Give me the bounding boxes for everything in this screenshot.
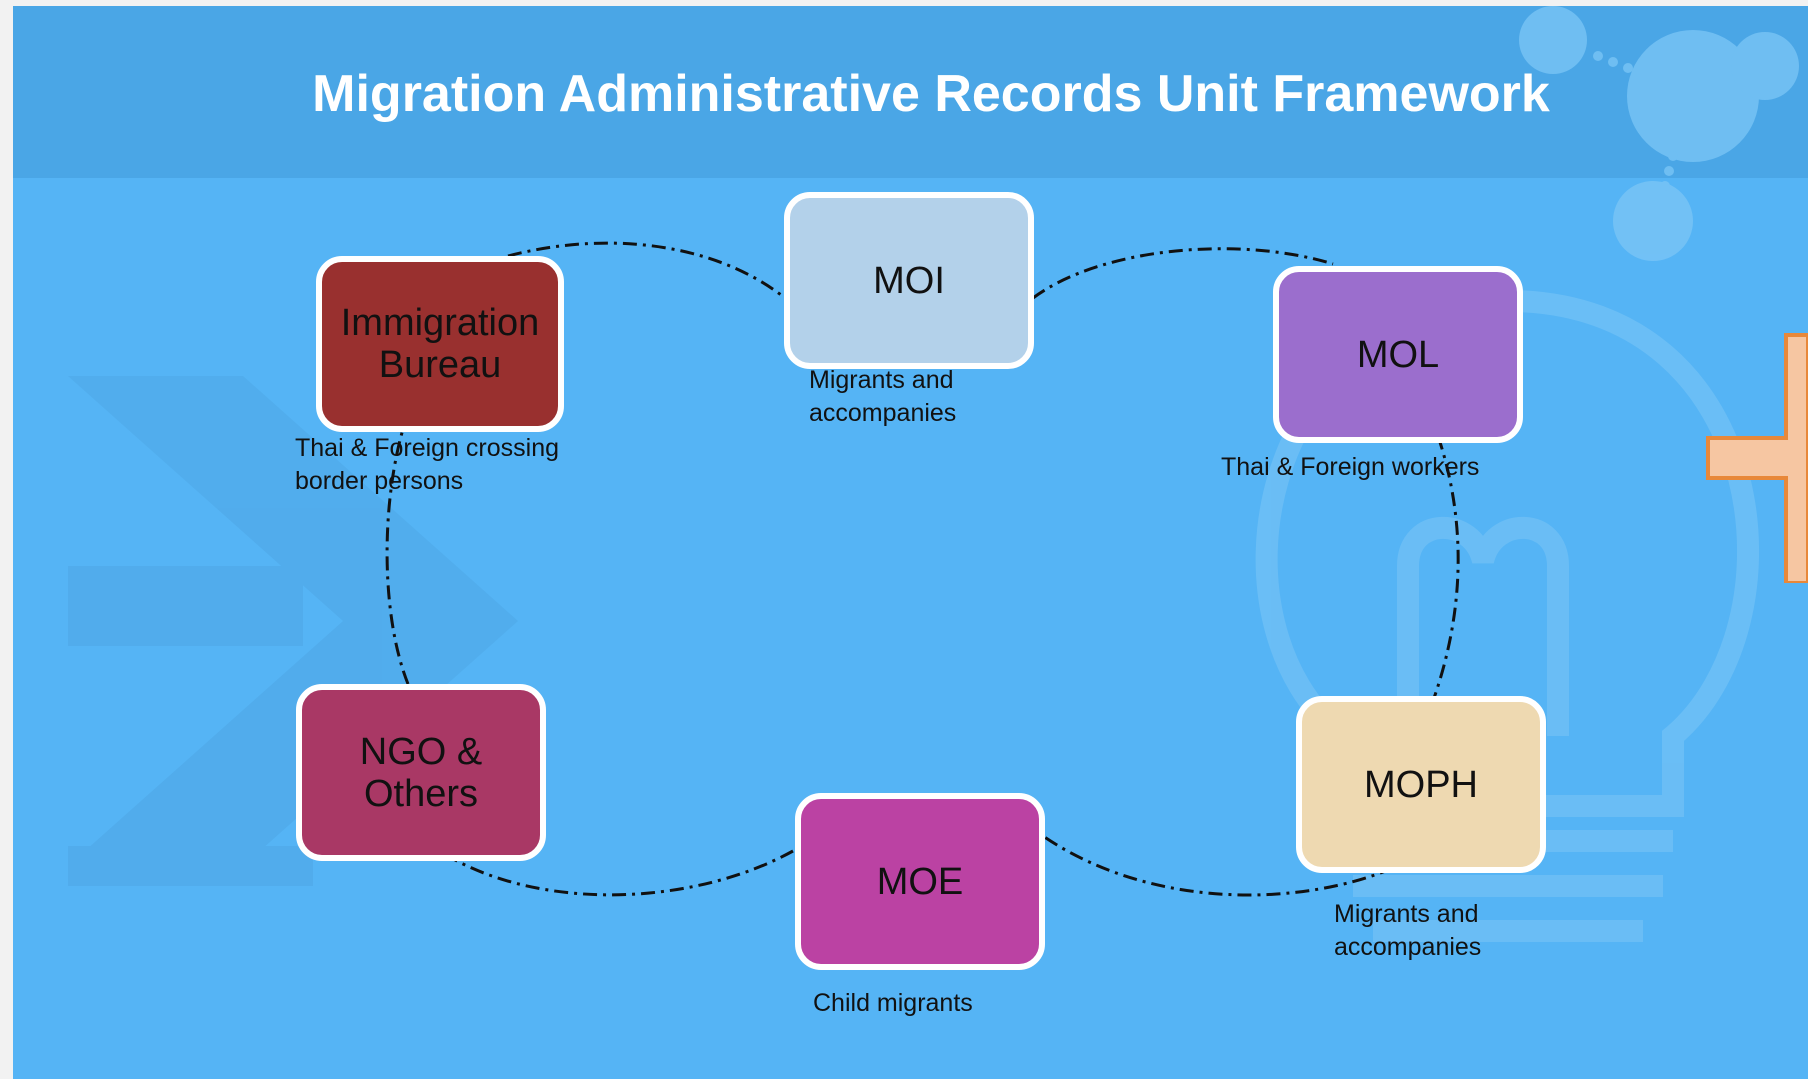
caption-line: Thai & Foreign crossing [295, 434, 560, 462]
caption-moph: Migrants and accompanies [1334, 898, 1481, 964]
caption-line: border persons [295, 467, 464, 495]
caption-line: Migrants and [809, 366, 954, 394]
node-immigration-bureau[interactable]: Immigration Bureau [316, 256, 564, 432]
connector-moph-moe [1042, 834, 1394, 897]
slide-title: Migration Administrative Records Unit Fr… [312, 65, 1550, 123]
connector-moe-ngo [447, 849, 794, 897]
caption-immigration-bureau: Thai & Foreign crossing border persons [295, 432, 559, 498]
caption-line: Migrants and [1334, 900, 1479, 928]
caption-line: Child migrants [813, 989, 973, 1017]
connector-moi-mol [1032, 247, 1334, 300]
caption-line: accompanies [1334, 933, 1482, 961]
node-moph-label: MOPH [1364, 763, 1478, 806]
background-decorations [68, 6, 1799, 942]
node-immigration-bureau-label: Immigration Bureau [340, 302, 540, 386]
node-moe-label: MOE [876, 860, 964, 903]
connector-ring [385, 241, 1460, 897]
title-banner [13, 6, 1808, 178]
node-moi[interactable]: MOI [784, 192, 1034, 369]
caption-line: accompanies [809, 399, 957, 427]
node-moph[interactable]: MOPH [1296, 696, 1546, 873]
orange-arrow-shape [1706, 333, 1808, 583]
node-ngo-others-label: NGO & Others [359, 730, 483, 815]
node-mol[interactable]: MOL [1273, 266, 1523, 443]
connector-mol-moph [1431, 435, 1460, 702]
node-mol-label: MOL [1356, 333, 1440, 376]
node-moi-label: MOI [873, 259, 945, 302]
caption-moi: Migrants and accompanies [809, 364, 956, 430]
caption-moe: Child migrants [813, 987, 973, 1020]
node-moe[interactable]: MOE [795, 793, 1045, 970]
connector-immigration-moi [507, 241, 786, 300]
caption-mol: Thai & Foreign workers [1221, 451, 1479, 484]
connector-ngo-immigration [385, 428, 410, 685]
network-nodes-graphic [1519, 6, 1799, 261]
node-ngo-others[interactable]: NGO & Others [296, 684, 546, 861]
caption-line: Thai & Foreign workers [1221, 453, 1480, 481]
arrow-shapes-graphic [68, 376, 518, 886]
slide-canvas: Migration Administrative Records Unit Fr… [13, 6, 1808, 1079]
